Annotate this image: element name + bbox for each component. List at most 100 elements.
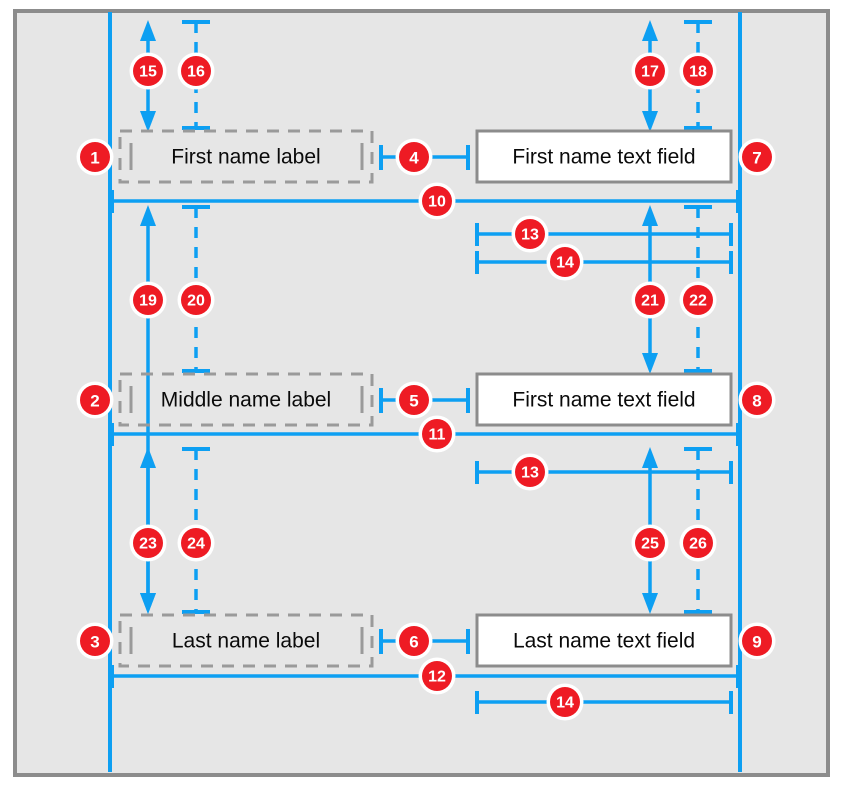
middle-name-label-box bbox=[118, 372, 374, 427]
badge-number: 13 bbox=[521, 465, 539, 482]
badge-disc bbox=[635, 56, 665, 86]
badge-number: 11 bbox=[429, 427, 446, 444]
first-name-label-text: First name label bbox=[171, 146, 320, 169]
badge-number: 14 bbox=[556, 255, 574, 272]
badge-1-leading-edge-first-name-label[interactable]: 1 bbox=[76, 138, 114, 176]
badge-23-vertical-gap-label2-to-label3[interactable]: 23 bbox=[129, 524, 167, 562]
badge-number: 20 bbox=[187, 293, 205, 310]
badge-4-gap-first-name-label-to-field[interactable]: 4 bbox=[395, 138, 433, 176]
badge-disc bbox=[515, 457, 545, 487]
badge-6-gap-last-name-label-to-field[interactable]: 6 bbox=[395, 622, 433, 660]
badge-disc bbox=[422, 186, 452, 216]
badge-13-row1-field-width-upper[interactable]: 13 bbox=[511, 215, 549, 253]
badge-20-vertical-gap-label1-to-label2-dashed[interactable]: 20 bbox=[177, 281, 215, 319]
badge-22-vertical-gap-field1-to-field2-dashed[interactable]: 22 bbox=[679, 281, 717, 319]
badge-disc bbox=[422, 419, 452, 449]
badge-17-top-space-above-first-name-field[interactable]: 17 bbox=[631, 52, 669, 90]
row-first-name: First name label First name text field bbox=[110, 129, 740, 274]
row-last-name: Last name label Last name text field bbox=[110, 613, 740, 714]
badge-number: 14 bbox=[556, 695, 574, 712]
badge-number: 23 bbox=[139, 536, 157, 553]
badge-18-top-space-above-first-name-field-dashed[interactable]: 18 bbox=[679, 52, 717, 90]
badge-disc bbox=[550, 247, 580, 277]
badge-disc bbox=[635, 285, 665, 315]
badge-number: 9 bbox=[752, 633, 761, 652]
last-name-text-field-text: Last name text field bbox=[513, 630, 695, 653]
badge-number: 10 bbox=[428, 194, 446, 211]
middle-name-text-field-box[interactable] bbox=[475, 372, 733, 427]
badge-number: 2 bbox=[90, 392, 99, 411]
badge-number: 26 bbox=[689, 536, 707, 553]
badge-number: 3 bbox=[90, 633, 99, 652]
badge-disc bbox=[515, 219, 545, 249]
middle-name-label-text: Middle name label bbox=[161, 389, 331, 412]
badge-21-vertical-gap-field1-to-field2[interactable]: 21 bbox=[631, 281, 669, 319]
badge-disc bbox=[80, 142, 110, 172]
badge-disc bbox=[683, 285, 713, 315]
badge-14-row3-field-width[interactable]: 14 bbox=[546, 683, 584, 721]
badge-number: 7 bbox=[752, 149, 761, 168]
badge-disc bbox=[133, 56, 163, 86]
badge-12-row3-full-width[interactable]: 12 bbox=[418, 657, 456, 695]
badge-number: 21 bbox=[641, 293, 659, 310]
badge-number: 12 bbox=[428, 669, 446, 686]
badge-13-row2-field-width[interactable]: 13 bbox=[511, 453, 549, 491]
badge-disc bbox=[133, 285, 163, 315]
badge-disc bbox=[683, 56, 713, 86]
badge-9-trailing-edge-last-name-field[interactable]: 9 bbox=[738, 622, 776, 660]
badge-15-top-space-above-first-name-label[interactable]: 15 bbox=[129, 52, 167, 90]
badge-16-top-space-above-first-name-label-dashed[interactable]: 16 bbox=[177, 52, 215, 90]
badge-number: 1 bbox=[90, 149, 99, 168]
badge-disc bbox=[399, 142, 429, 172]
vertical-measure-16 bbox=[182, 20, 210, 130]
badge-number: 6 bbox=[409, 633, 418, 652]
badge-disc bbox=[683, 528, 713, 558]
badge-10-row1-full-width[interactable]: 10 bbox=[418, 182, 456, 220]
badge-disc bbox=[399, 385, 429, 415]
badge-disc bbox=[181, 285, 211, 315]
badge-disc bbox=[635, 528, 665, 558]
badge-26-vertical-gap-field2-to-field3-dashed[interactable]: 26 bbox=[679, 524, 717, 562]
badge-number: 16 bbox=[187, 64, 205, 81]
badge-number: 15 bbox=[139, 64, 157, 81]
badge-11-row2-full-width[interactable]: 11 bbox=[418, 415, 456, 453]
badge-disc bbox=[181, 56, 211, 86]
last-name-label-text: Last name label bbox=[172, 630, 320, 653]
badge-7-trailing-edge-first-name-field[interactable]: 7 bbox=[738, 138, 776, 176]
badge-number: 22 bbox=[689, 293, 707, 310]
badge-14-row1-field-width-lower[interactable]: 14 bbox=[546, 243, 584, 281]
badge-disc bbox=[399, 626, 429, 656]
badge-disc bbox=[80, 385, 110, 415]
horizontal-measure-14-row3 bbox=[475, 691, 733, 714]
badge-number: 4 bbox=[409, 149, 419, 168]
badge-disc bbox=[422, 661, 452, 691]
last-name-text-field-box[interactable] bbox=[475, 613, 733, 668]
badge-5-gap-middle-name-label-to-field[interactable]: 5 bbox=[395, 381, 433, 419]
badge-disc bbox=[181, 528, 211, 558]
first-name-label-box bbox=[118, 129, 374, 184]
badge-2-leading-edge-middle-name-label[interactable]: 2 bbox=[76, 381, 114, 419]
badge-disc bbox=[133, 528, 163, 558]
badge-disc bbox=[742, 385, 772, 415]
horizontal-measure-14-row1 bbox=[475, 251, 733, 274]
vertical-measure-18 bbox=[684, 20, 712, 130]
badge-number: 13 bbox=[521, 227, 539, 244]
badge-disc bbox=[550, 687, 580, 717]
first-name-text-field-box[interactable] bbox=[475, 129, 733, 184]
badge-24-vertical-gap-label2-to-label3-dashed[interactable]: 24 bbox=[177, 524, 215, 562]
badge-3-leading-edge-last-name-label[interactable]: 3 bbox=[76, 622, 114, 660]
badge-disc bbox=[80, 626, 110, 656]
badge-number: 8 bbox=[752, 392, 761, 411]
badge-number: 18 bbox=[689, 64, 707, 81]
badge-number: 25 bbox=[641, 536, 659, 553]
badge-number: 24 bbox=[187, 536, 205, 553]
badge-disc bbox=[742, 142, 772, 172]
badge-disc bbox=[742, 626, 772, 656]
badge-8-trailing-edge-middle-name-field[interactable]: 8 bbox=[738, 381, 776, 419]
badge-19-vertical-gap-label1-to-label2[interactable]: 19 bbox=[129, 281, 167, 319]
first-name-text-field-text: First name text field bbox=[512, 146, 695, 169]
badge-25-vertical-gap-field2-to-field3[interactable]: 25 bbox=[631, 524, 669, 562]
